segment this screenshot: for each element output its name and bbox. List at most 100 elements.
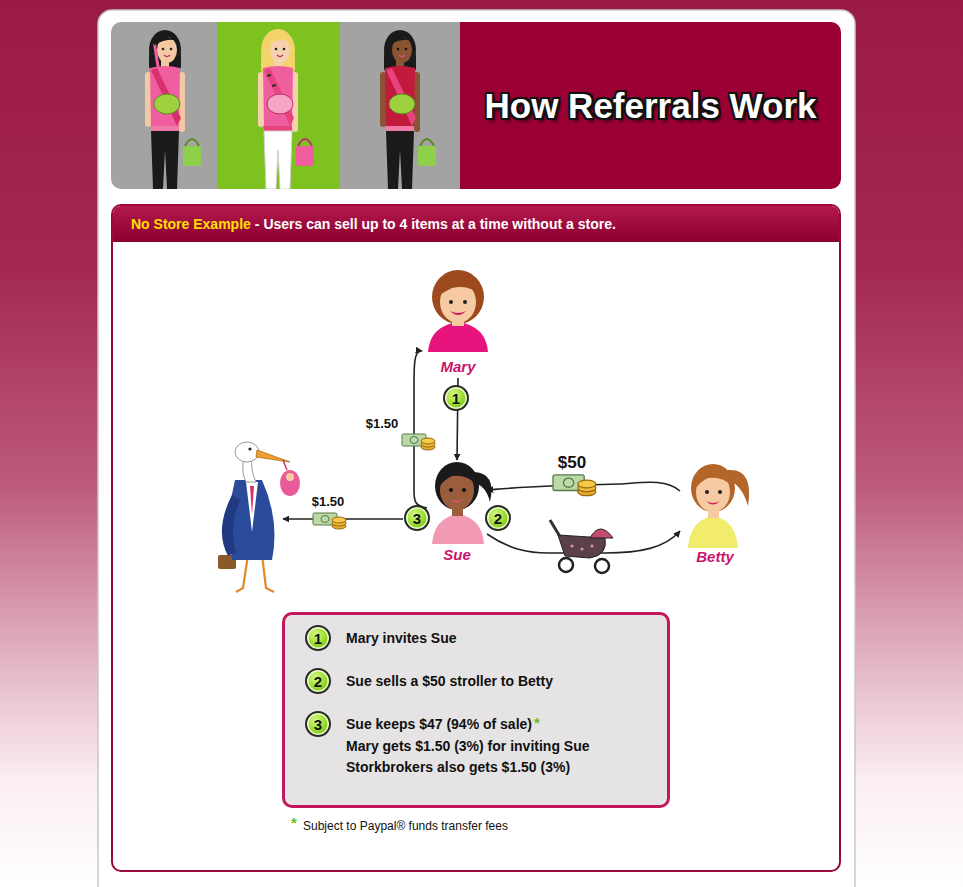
mom-figure [151,131,179,189]
betty-portrait [691,464,735,512]
stork-mascot [222,495,240,556]
mom-figure [397,48,400,51]
footnote-marker: * [291,815,297,832]
money-icon [402,434,435,450]
stroller-icon [570,544,573,547]
person-node: Betty [680,458,750,568]
mom-figure [145,72,151,127]
section-panel: No Store Example- Users can sell up to 4… [111,204,841,872]
mom-figure [183,146,201,166]
key-row: Mary gets $1.50 (3%) for inviting Sue [346,738,590,755]
footnote-text: Subject to Paypal® funds transfer fees [303,820,508,833]
sue-portrait [435,462,479,510]
callout-number: 3 [305,711,331,737]
stork-mascot [280,470,300,496]
stroller-icon [580,547,583,550]
money-icon [553,475,596,496]
sue-portrait [450,499,464,503]
mary-portrait [449,300,453,304]
key-text: Sue sells a $50 stroller to Betty [346,673,553,689]
mom-figure [185,139,199,146]
stork-mascot [229,480,274,560]
mom-figure [263,66,293,128]
key-row: Storkbrokers also gets $1.50 (3%) [346,759,570,776]
mom-figure [399,55,405,57]
mary-portrait [450,311,466,315]
mom-figure [266,37,291,46]
money-icon [313,513,346,529]
header-banner [111,22,217,189]
mom-figure [380,72,386,127]
key-row: Sue sells a $50 stroller to Betty [346,673,553,690]
page-title: How Referrals Work [485,86,817,126]
betty-portrait [706,501,720,505]
money-icon [313,513,346,529]
stroller-icon [590,529,613,538]
stork-mascot [283,460,287,470]
mom-figure [264,126,292,131]
mom-figure [405,48,408,51]
callout-number: 2 [305,668,331,694]
mom-figure [150,66,180,128]
stork-mascot [256,450,290,462]
mom-figure [153,37,178,46]
stork-mascot [248,447,251,450]
sue-portrait [440,465,476,486]
amount-label: $1.50 [311,495,346,509]
mom-figure [258,29,314,189]
mom-figure [164,55,170,57]
mom-figure [258,72,264,127]
callout-number: 3 [404,505,430,531]
mom-figure [385,66,415,128]
steps-box: Mary invites SueSue sells a $50 stroller… [282,612,670,808]
mary-portrait [428,270,488,352]
mom-figure [386,126,414,131]
mom-figure [386,68,416,126]
mary-portrait [432,270,484,324]
mom-figure [267,94,293,114]
money-icon [553,475,596,496]
stroller-icon [590,544,593,547]
mary-portrait [463,300,467,304]
stork-mascot [218,442,300,592]
flow-arrow [414,351,427,508]
key-row: Sue keeps $47 (94% of sale)* [346,716,540,733]
header-banner [111,22,841,189]
mom-figure [264,68,294,126]
mom-figure [380,30,436,189]
key-row: Mary invites Sue [346,630,457,647]
mom-figure [420,139,434,146]
callout-number: 1 [443,385,469,411]
key-text: Mary gets $1.50 (3%) for inviting Sue [346,738,590,754]
footnote-marker: * [534,714,540,731]
person-name: Mary [440,358,475,376]
stork-mascot [250,486,254,515]
title-area: How Referrals Work [460,22,841,189]
mom-figure [283,48,286,51]
betty-portrait [688,516,738,548]
mary-portrait [428,322,488,352]
sue-portrait [462,488,466,492]
mom-figure [275,48,278,51]
mom-figure [154,94,180,114]
betty-portrait [688,464,749,548]
header-banner [460,22,841,189]
stroller-icon [595,559,609,573]
mom-figure [296,146,314,166]
stroller-icon [559,558,573,572]
header-banner [217,22,340,189]
key-text: Mary invites Sue [346,630,457,646]
band-heading: No Store Example [131,216,251,232]
content-column [98,10,855,887]
mom-figure [162,48,165,51]
mom-figure [170,48,173,51]
key-text: Storkbrokers also gets $1.50 (3%) [346,759,570,775]
stork-mascot [286,473,294,481]
person-node: Sue [427,460,487,566]
mom-figure [386,131,414,189]
stork-mascot [236,555,274,592]
mary-portrait [438,276,480,296]
mom-figure [151,126,179,131]
sue-portrait [432,462,491,544]
mom-figure [145,30,201,189]
